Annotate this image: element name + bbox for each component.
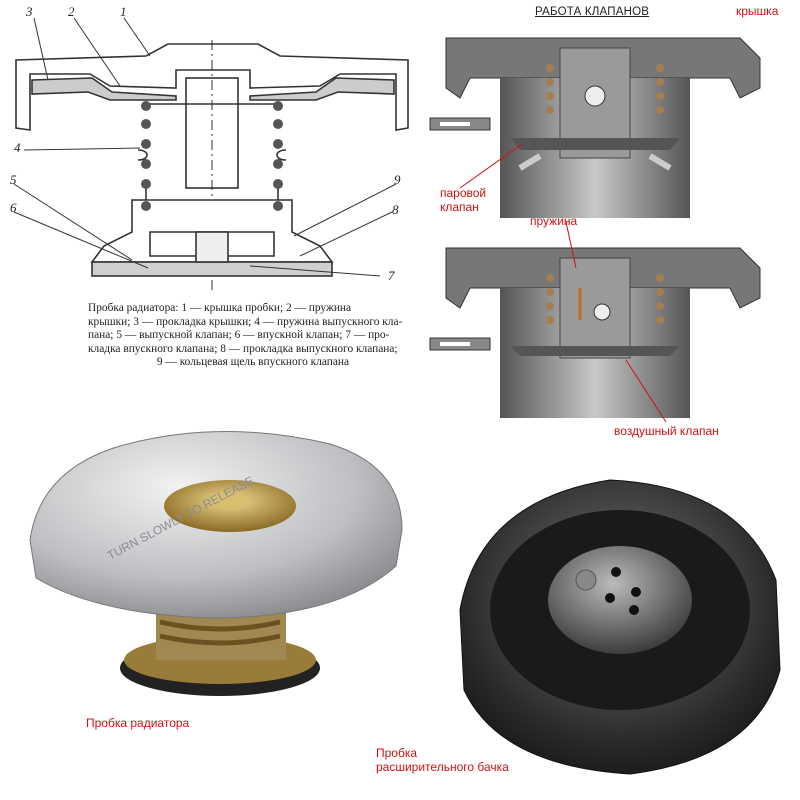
label-expansion-cap-line1: Пробка: [376, 746, 418, 760]
label-steam-valve-line2: клапан: [440, 200, 479, 214]
caption-line: крышки; 3 — прокладка крышки; 4 — пружин…: [88, 315, 403, 328]
label-number-1: 1: [120, 4, 127, 19]
radiator-cap-photo: TURN SLOWLY TO RELEASE: [29, 430, 403, 696]
label-number-6: 6: [10, 200, 17, 215]
caption-line: 9 — кольцевая щель впускного клапана: [156, 356, 350, 369]
label-number-8: 8: [392, 202, 399, 217]
label-number-2: 2: [68, 4, 75, 19]
expansion-tank-cap-photo: [459, 479, 781, 775]
radiator-cap-technical-drawing: [13, 17, 409, 290]
caption-line: кладка впускного клапана; 8 — прокладка …: [88, 342, 398, 355]
label-number-4: 4: [14, 140, 21, 155]
caption-line: пана; 5 — выпускной клапан; 6 — впускной…: [88, 329, 390, 342]
label-expansion-cap-line2: расширительного бачка: [376, 760, 509, 774]
label-spring: пружина: [530, 214, 578, 228]
label-cap: крышка: [736, 4, 779, 18]
steam-valve-render: [429, 37, 761, 218]
label-number-9: 9: [394, 172, 401, 187]
label-radiator-cap: Пробка радиатора: [86, 716, 190, 730]
label-number-5: 5: [10, 172, 17, 187]
label-number-3: 3: [26, 4, 33, 19]
caption-line: Пробка радиатора: 1 — крышка пробки; 2 —…: [88, 302, 352, 314]
diagram-caption: Пробка радиатора: 1 — крышка пробки; 2 —…: [88, 302, 418, 370]
label-steam-valve-line1: паровой: [440, 186, 487, 200]
label-air-valve: воздушный клапан: [614, 424, 719, 438]
label-expansion-cap: Пробка расширительного бачка: [376, 746, 509, 774]
valves-title: РАБОТА КЛАПАНОВ: [535, 6, 650, 18]
label-number-7: 7: [388, 268, 395, 283]
air-valve-render: [429, 221, 761, 423]
label-steam-valve: паровой клапан: [440, 186, 486, 214]
